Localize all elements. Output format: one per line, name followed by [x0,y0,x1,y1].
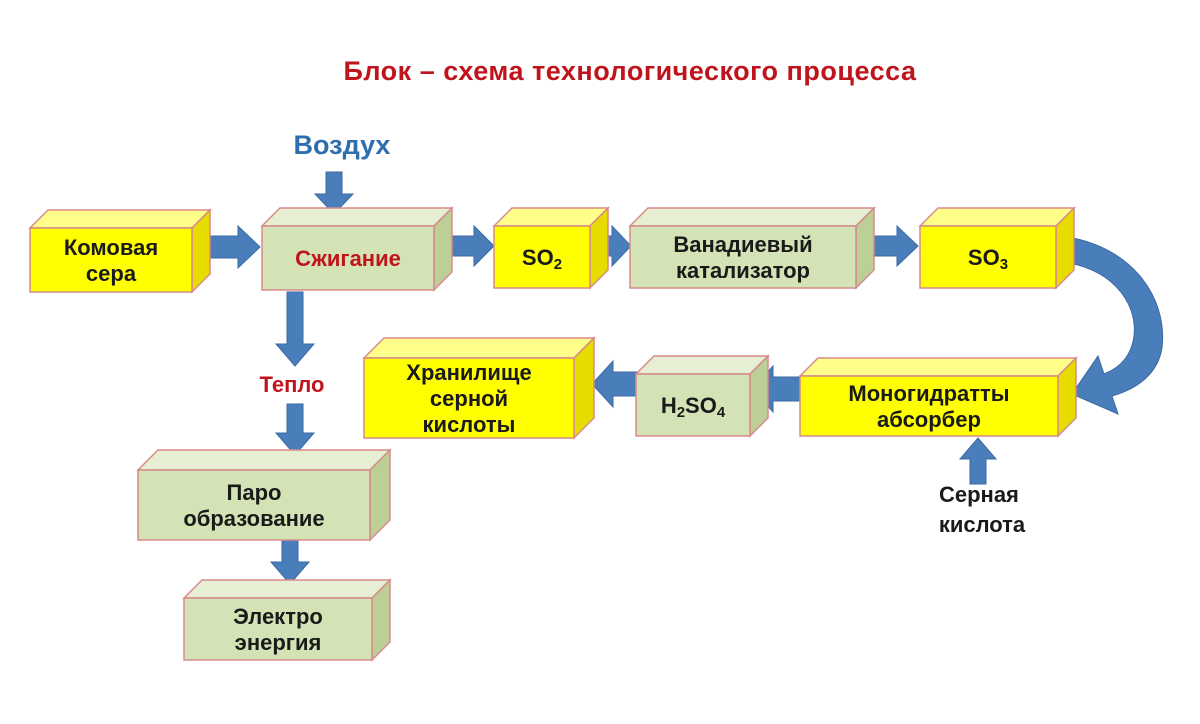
box-top-face [798,357,1078,377]
formula-text: SO [685,393,717,418]
box-top-face [492,207,610,227]
formula-subscript: 2 [554,256,562,273]
label-sulfuric-acid-line-1: Серная [939,482,1019,507]
arrow-catalyst-to-so3 [869,224,919,268]
box-front-face [629,225,857,289]
arrows-layer [203,171,1164,585]
formula-subscript: 3 [1000,256,1008,273]
arrow-combustion-to-heat [274,291,316,367]
box-label-line: образование [183,506,324,531]
box-top-face [28,209,212,229]
arrow-steam-to-electricity [269,537,311,585]
box-label-line: Ванадиевый [673,232,812,257]
label-sulfuric-acid-input: Серная кислота [939,482,1026,537]
box-top-face [362,337,596,359]
box-label-line: Хранилище [406,360,531,385]
box-front-face [799,375,1059,437]
box-top-face [634,355,770,375]
box-top-face [628,207,876,227]
box-label-line: абсорбер [877,407,981,432]
box-front-face [261,225,435,291]
arrow-sulfur-to-combustion [203,224,261,270]
box-h2so4: H2SO4 [634,354,770,438]
label-air: Воздух [294,130,391,160]
box-so3: SO3 [918,206,1076,290]
box-front-face [493,225,591,289]
box-front-face [919,225,1057,289]
label-heat: Тепло [260,372,325,397]
box-label-line: серной [430,386,508,411]
box-formula: H2SO4 [661,393,726,421]
box-label-line: кислоты [423,412,516,437]
box-label-line: Моногидратты [848,381,1009,406]
box-front-face [363,357,575,439]
arrow-air-to-combustion [313,171,355,215]
arrow-heat-to-steam [274,403,316,456]
box-top-face [182,579,392,599]
formula-text: H [661,393,677,418]
box-front-face [137,469,371,541]
box-label-line: Электро [233,604,323,629]
box-combustion: Сжигание [260,206,454,292]
arrow-h2so4-to-storage [591,359,642,409]
diagram-title: Блок – схема технологического процесса [343,56,916,86]
arrow-so3-to-absorber [1059,235,1164,415]
box-front-face [635,373,751,437]
box-front-face [29,227,193,293]
label-sulfuric-acid-line-2: кислота [939,512,1026,537]
box-label-line: Комовая [64,235,158,260]
box-label: Сжигание [295,246,401,271]
arrow-acid-to-absorber [958,437,998,485]
box-front-face [183,597,373,661]
formula-text: SO [968,245,1000,270]
box-label-line: Сжигание [295,246,401,271]
box-top-face [136,449,392,471]
formula-text: SO [522,245,554,270]
box-label-line: катализатор [676,258,810,283]
formula-subscript: 4 [717,404,726,421]
box-label-line: Паро [227,480,282,505]
formula-subscript: 2 [677,404,685,421]
arrow-combustion-to-so2 [447,224,495,268]
box-label-line: энергия [235,630,322,655]
box-top-face [918,207,1076,227]
box-so2: SO2 [492,206,610,290]
box-formula: SO3 [968,245,1008,273]
box-formula: SO2 [522,245,562,273]
box-top-face [260,207,454,227]
box-label-line: сера [86,261,137,286]
